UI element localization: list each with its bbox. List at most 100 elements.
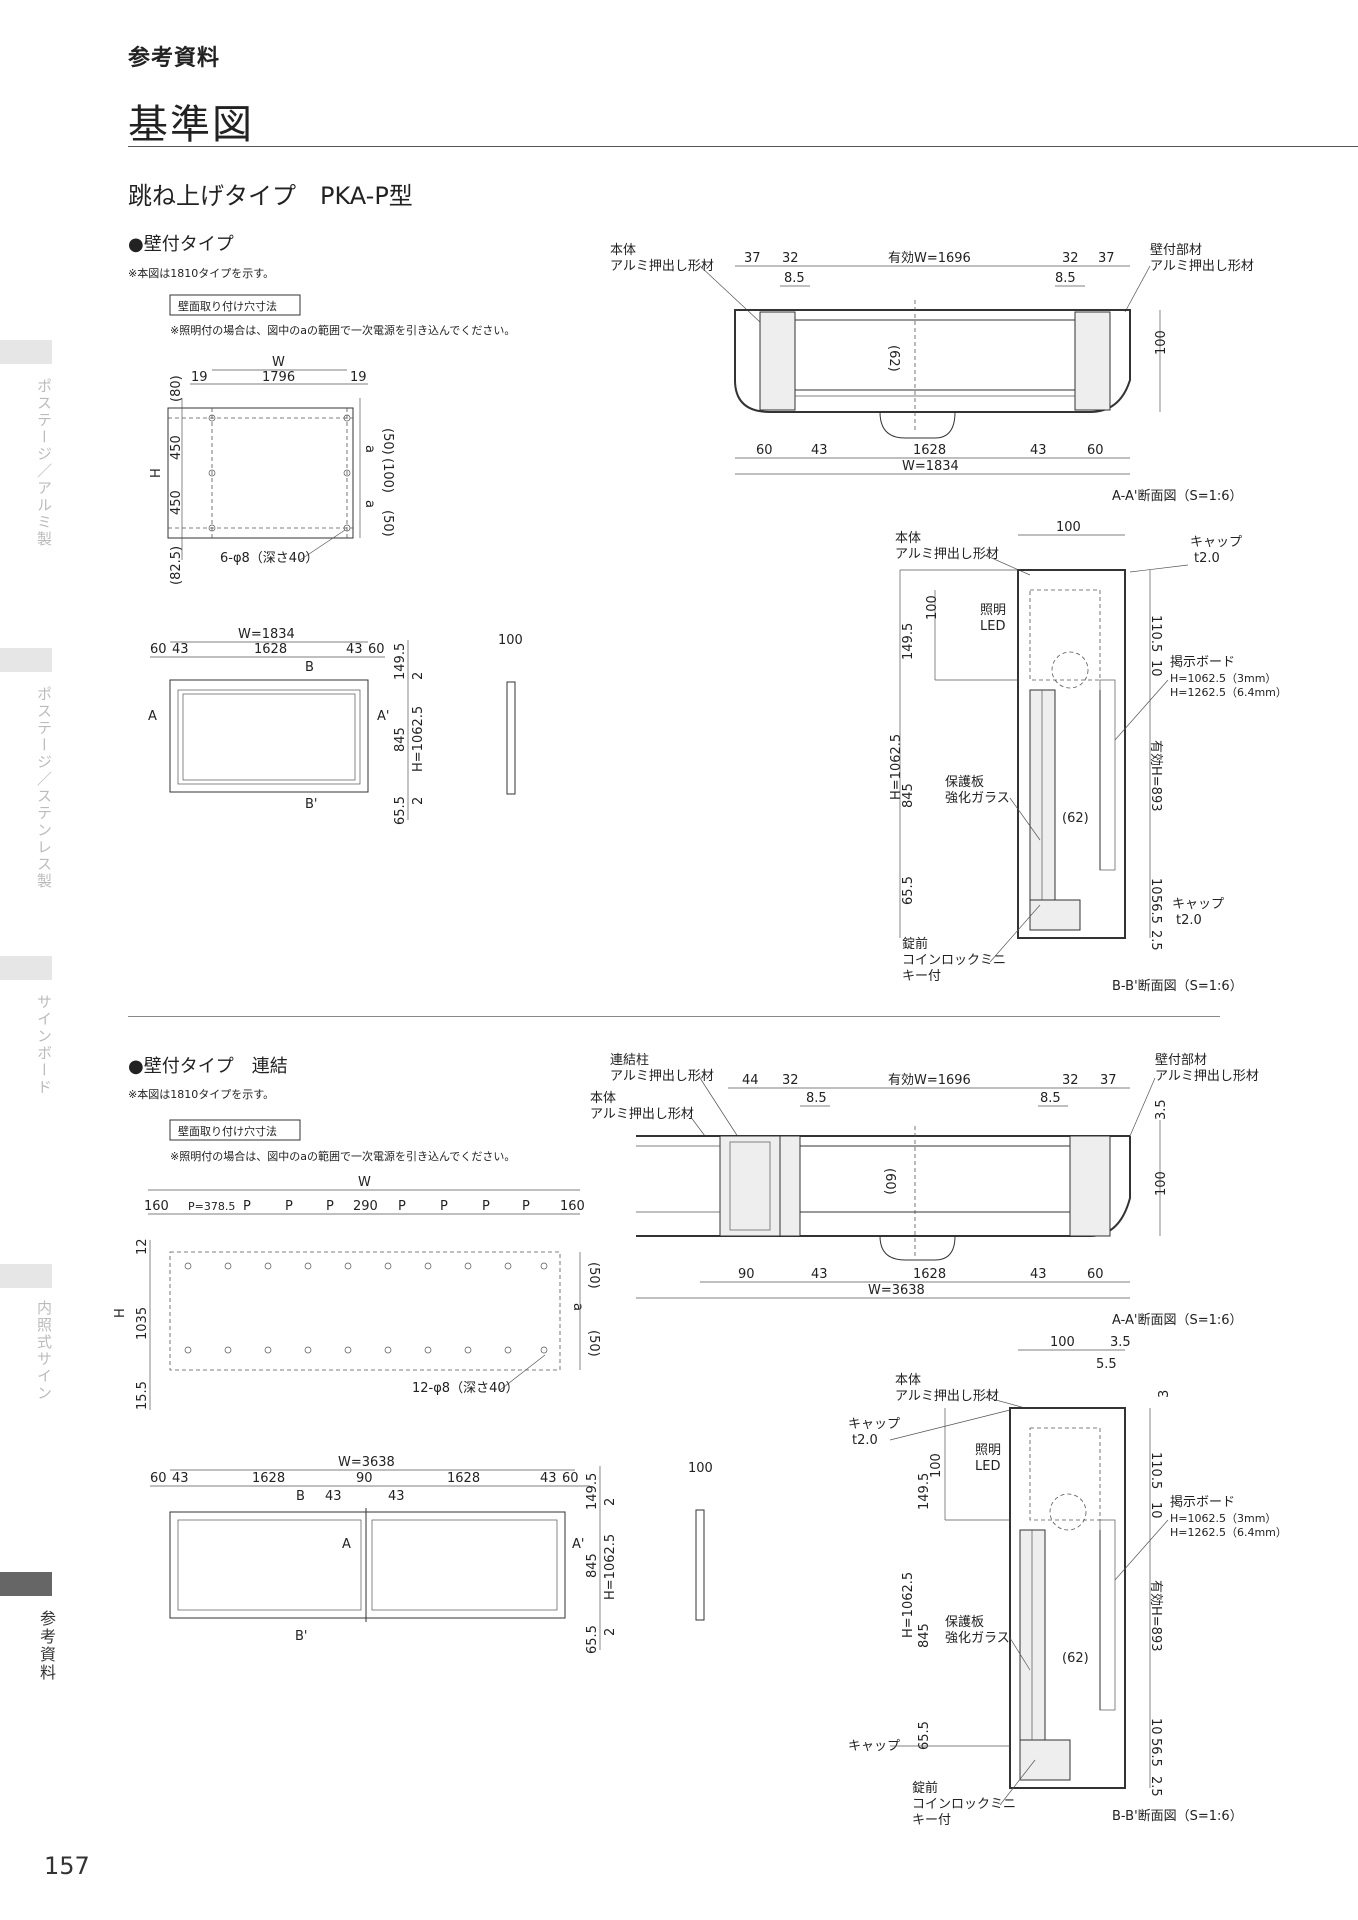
sec2-hole-d155: 15.5 — [135, 1381, 150, 1410]
sec2-aa-c2: アルミ押出し形材 — [610, 1069, 714, 1084]
side-tab-marker[interactable] — [0, 1264, 52, 1288]
side-tab-marker-active[interactable] — [0, 1572, 52, 1596]
sec1-front-bp: B' — [305, 797, 318, 812]
sec2-aa-d32a: 32 — [782, 1073, 799, 1088]
sec1-bb-caption: B-B'断面図（S=1:6） — [1112, 979, 1243, 994]
sec1-bb-cap1b: t2.0 — [1194, 551, 1220, 566]
side-tab-marker[interactable] — [0, 340, 52, 364]
sec1-bb-cap2b: t2.0 — [1176, 913, 1202, 928]
sec1-bb-d655: 65.5 — [901, 876, 916, 905]
sec2-note: ※本図は1810タイプを示す。 — [128, 1087, 274, 1101]
sec1-bb-d1495: 149.5 — [901, 623, 916, 660]
sec2-hole-p6: P — [482, 1199, 490, 1214]
sec1-aa-r1: 壁付部材 — [1150, 243, 1202, 258]
sec2-bb-d35: 3.5 — [1110, 1335, 1131, 1350]
sec2-aa-d60v: (60) — [882, 1168, 897, 1195]
sec1-aa-d43a: 43 — [811, 443, 828, 458]
sec2-aa-w: W=3638 — [868, 1283, 925, 1298]
sec1-aa-d37b: 37 — [1098, 251, 1115, 266]
sec2-front-d655: 65.5 — [585, 1625, 600, 1654]
sec2-bb-prot1: 保護板 — [945, 1614, 984, 1630]
sec1-hole-d19a: 19 — [191, 370, 208, 385]
sec2-bb-board2: H=1262.5（6.4mm） — [1170, 1526, 1287, 1539]
sec1-aa-d43b: 43 — [1030, 443, 1047, 458]
sec2-hole-p3: P — [326, 1199, 334, 1214]
sec2-front-d60b: 60 — [562, 1471, 579, 1486]
sec1-aa-w: W=1834 — [902, 459, 959, 474]
sec1-aa-d62: (62) — [886, 345, 901, 372]
sec2-bb-board: 掲示ボード — [1170, 1494, 1235, 1510]
sec1-bb-board2: H=1262.5（6.4mm） — [1170, 686, 1287, 699]
sec2-front-d43a: 43 — [172, 1471, 189, 1486]
sec2-bb-board1: H=1062.5（3mm） — [1170, 1512, 1276, 1525]
sec2-aa-d37: 37 — [1100, 1073, 1117, 1088]
side-tab-reference[interactable]: 参考資料 — [37, 1610, 56, 1682]
side-tab-posutage-stainless[interactable]: ポステージ／ステンレス製 — [35, 686, 53, 890]
sec2-aa-d32b: 32 — [1062, 1073, 1079, 1088]
side-tab-illuminated-sign[interactable]: 内照式サイン — [35, 1300, 53, 1402]
section-label: 参考資料 — [128, 46, 221, 71]
sec2-box — [169, 1119, 301, 1141]
sec1-bb-eff: 有効H=893 — [1148, 740, 1163, 811]
sec2-box-label: 壁面取り付け穴寸法 — [178, 1124, 277, 1138]
sec2-hole-p7: P — [522, 1199, 530, 1214]
sec1-bb-d1105: 110.5 — [1148, 615, 1163, 652]
sec2-front-bp: B' — [295, 1629, 308, 1644]
sec1-bb-prot2: 強化ガラス — [945, 791, 1010, 806]
sec2-aa-c1: 連結柱 — [610, 1053, 649, 1068]
sec2-aa-d1628: 1628 — [913, 1267, 946, 1282]
sec2-hole-p2: P — [285, 1199, 293, 1214]
sec1-bb-l1: 本体 — [895, 531, 921, 546]
sec2-bb-d1495: 149.5 — [917, 1473, 932, 1510]
sec2-bb-d655: 65.5 — [917, 1721, 932, 1750]
sec1-hole-w: W — [272, 355, 285, 370]
sec2-bb-d1105: 110.5 — [1148, 1452, 1163, 1489]
sec2-front-h: H=1062.5 — [603, 1534, 618, 1600]
sec2-hole-diagram: W 160 P=378.5 P P P 290 P P P P 160 12 1… — [113, 1175, 601, 1410]
sec1-aa-lbl2: アルミ押出し形材 — [610, 259, 714, 274]
side-tab-signboard[interactable]: サインボード — [35, 994, 53, 1096]
sec2-hole-p4: P — [398, 1199, 406, 1214]
sec1-bb-lock3: キー付 — [902, 969, 941, 984]
sec1-aa-r2: アルミ押出し形材 — [1150, 259, 1254, 274]
sec1-bb-section: 100 本体 アルミ押出し形材 キャップ t2.0 照明 LED 100 149… — [889, 520, 1287, 994]
sec1-bb-d62: (62) — [1062, 811, 1089, 826]
sec1-bb-cap2: キャップ — [1172, 897, 1224, 912]
sec2-front-view: W=3638 60 43 1628 90 1628 43 60 B 43 43 … — [150, 1455, 618, 1654]
sec2-bb-d10a: 10 — [1148, 1502, 1163, 1519]
sec1-box-note: ※照明付の場合は、図中のaの範囲で一次電源を引き込んでください。 — [170, 323, 515, 337]
sec1-bb-board1: H=1062.5（3mm） — [1170, 672, 1276, 685]
side-tab-marker[interactable] — [0, 956, 52, 980]
sec2-hole-d290: 290 — [353, 1199, 378, 1214]
product-title: 跳ね上げタイプ PKA-P型 — [128, 182, 413, 210]
sec2-hole-a: a — [570, 1303, 585, 1311]
sec1-front-a: A — [148, 709, 157, 724]
sec1-heading: ●壁付タイプ — [128, 234, 234, 255]
sec2-bb-caption: B-B'断面図（S=1:6） — [1112, 1809, 1243, 1824]
sec2-bb-d55: 5.5 — [1096, 1357, 1117, 1372]
sec2-bb-prot2: 強化ガラス — [945, 1631, 1010, 1646]
sec2-bb-d565: 56.5 — [1148, 1738, 1163, 1767]
sec2-bb-d100v: 100 — [929, 1453, 944, 1478]
sec2-bb-h: H=1062.5 — [901, 1572, 916, 1638]
sec2-front-d1628a: 1628 — [252, 1471, 285, 1486]
section-divider — [128, 1016, 1220, 1017]
sec2-front-d43c: 43 — [325, 1489, 342, 1504]
side-tab-marker[interactable] — [0, 648, 52, 672]
sec1-front-b: B — [305, 660, 314, 675]
sec1-hole-a1: a — [362, 445, 377, 453]
sec2-front-d1628b: 1628 — [447, 1471, 480, 1486]
sec1-hole-d80: (80) — [169, 375, 184, 402]
sec1-hole-a2: a — [362, 500, 377, 508]
sec1-front-d43a: 43 — [172, 642, 189, 657]
sec2-front-d60: 60 — [150, 1471, 167, 1486]
sec2-front-d43d: 43 — [388, 1489, 405, 1504]
side-tab-posutage-aluminum[interactable]: ポステージ／アルミ製 — [35, 378, 53, 548]
sec2-bb-led1: 照明 — [975, 1443, 1001, 1458]
sec2-aa-d85a: 8.5 — [806, 1091, 827, 1106]
sec1-bb-led1: 照明 — [980, 603, 1006, 618]
sec2-aa-eff: 有効W=1696 — [888, 1073, 971, 1088]
sec2-hole-d1035: 1035 — [135, 1307, 150, 1340]
sec2-aa-caption: A-A'断面図（S=1:6） — [1112, 1313, 1243, 1328]
